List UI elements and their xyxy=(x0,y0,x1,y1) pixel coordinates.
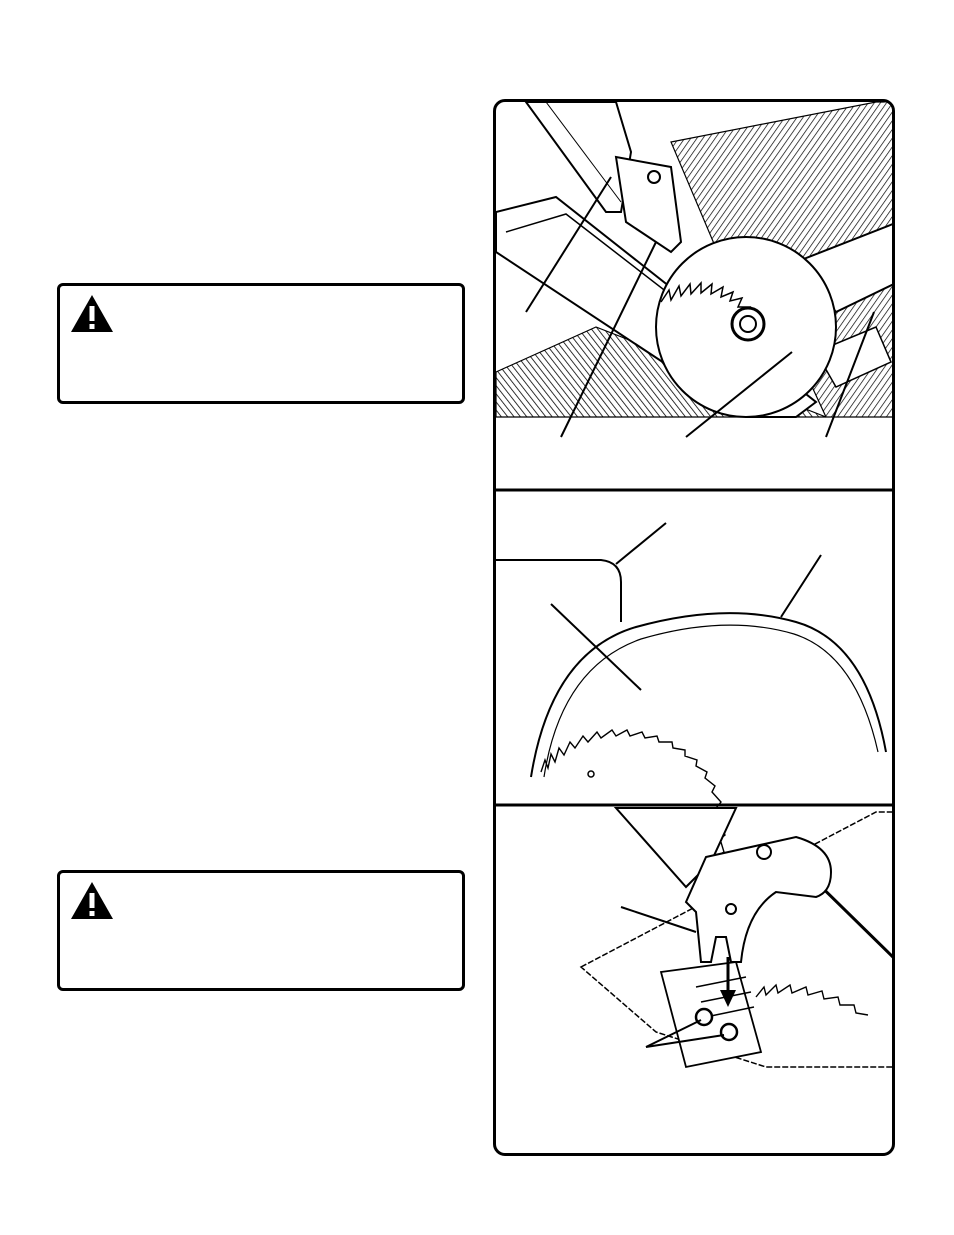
saw-table-top-view xyxy=(496,102,892,492)
warning-triangle-icon xyxy=(71,295,113,332)
warning-box-1 xyxy=(57,283,465,404)
warning-box-2 xyxy=(57,870,465,991)
riving-knife-installation xyxy=(579,807,892,1069)
warning-triangle-icon xyxy=(71,882,113,919)
figure-panel xyxy=(493,99,895,1156)
blade-guard-closeup xyxy=(496,522,892,870)
